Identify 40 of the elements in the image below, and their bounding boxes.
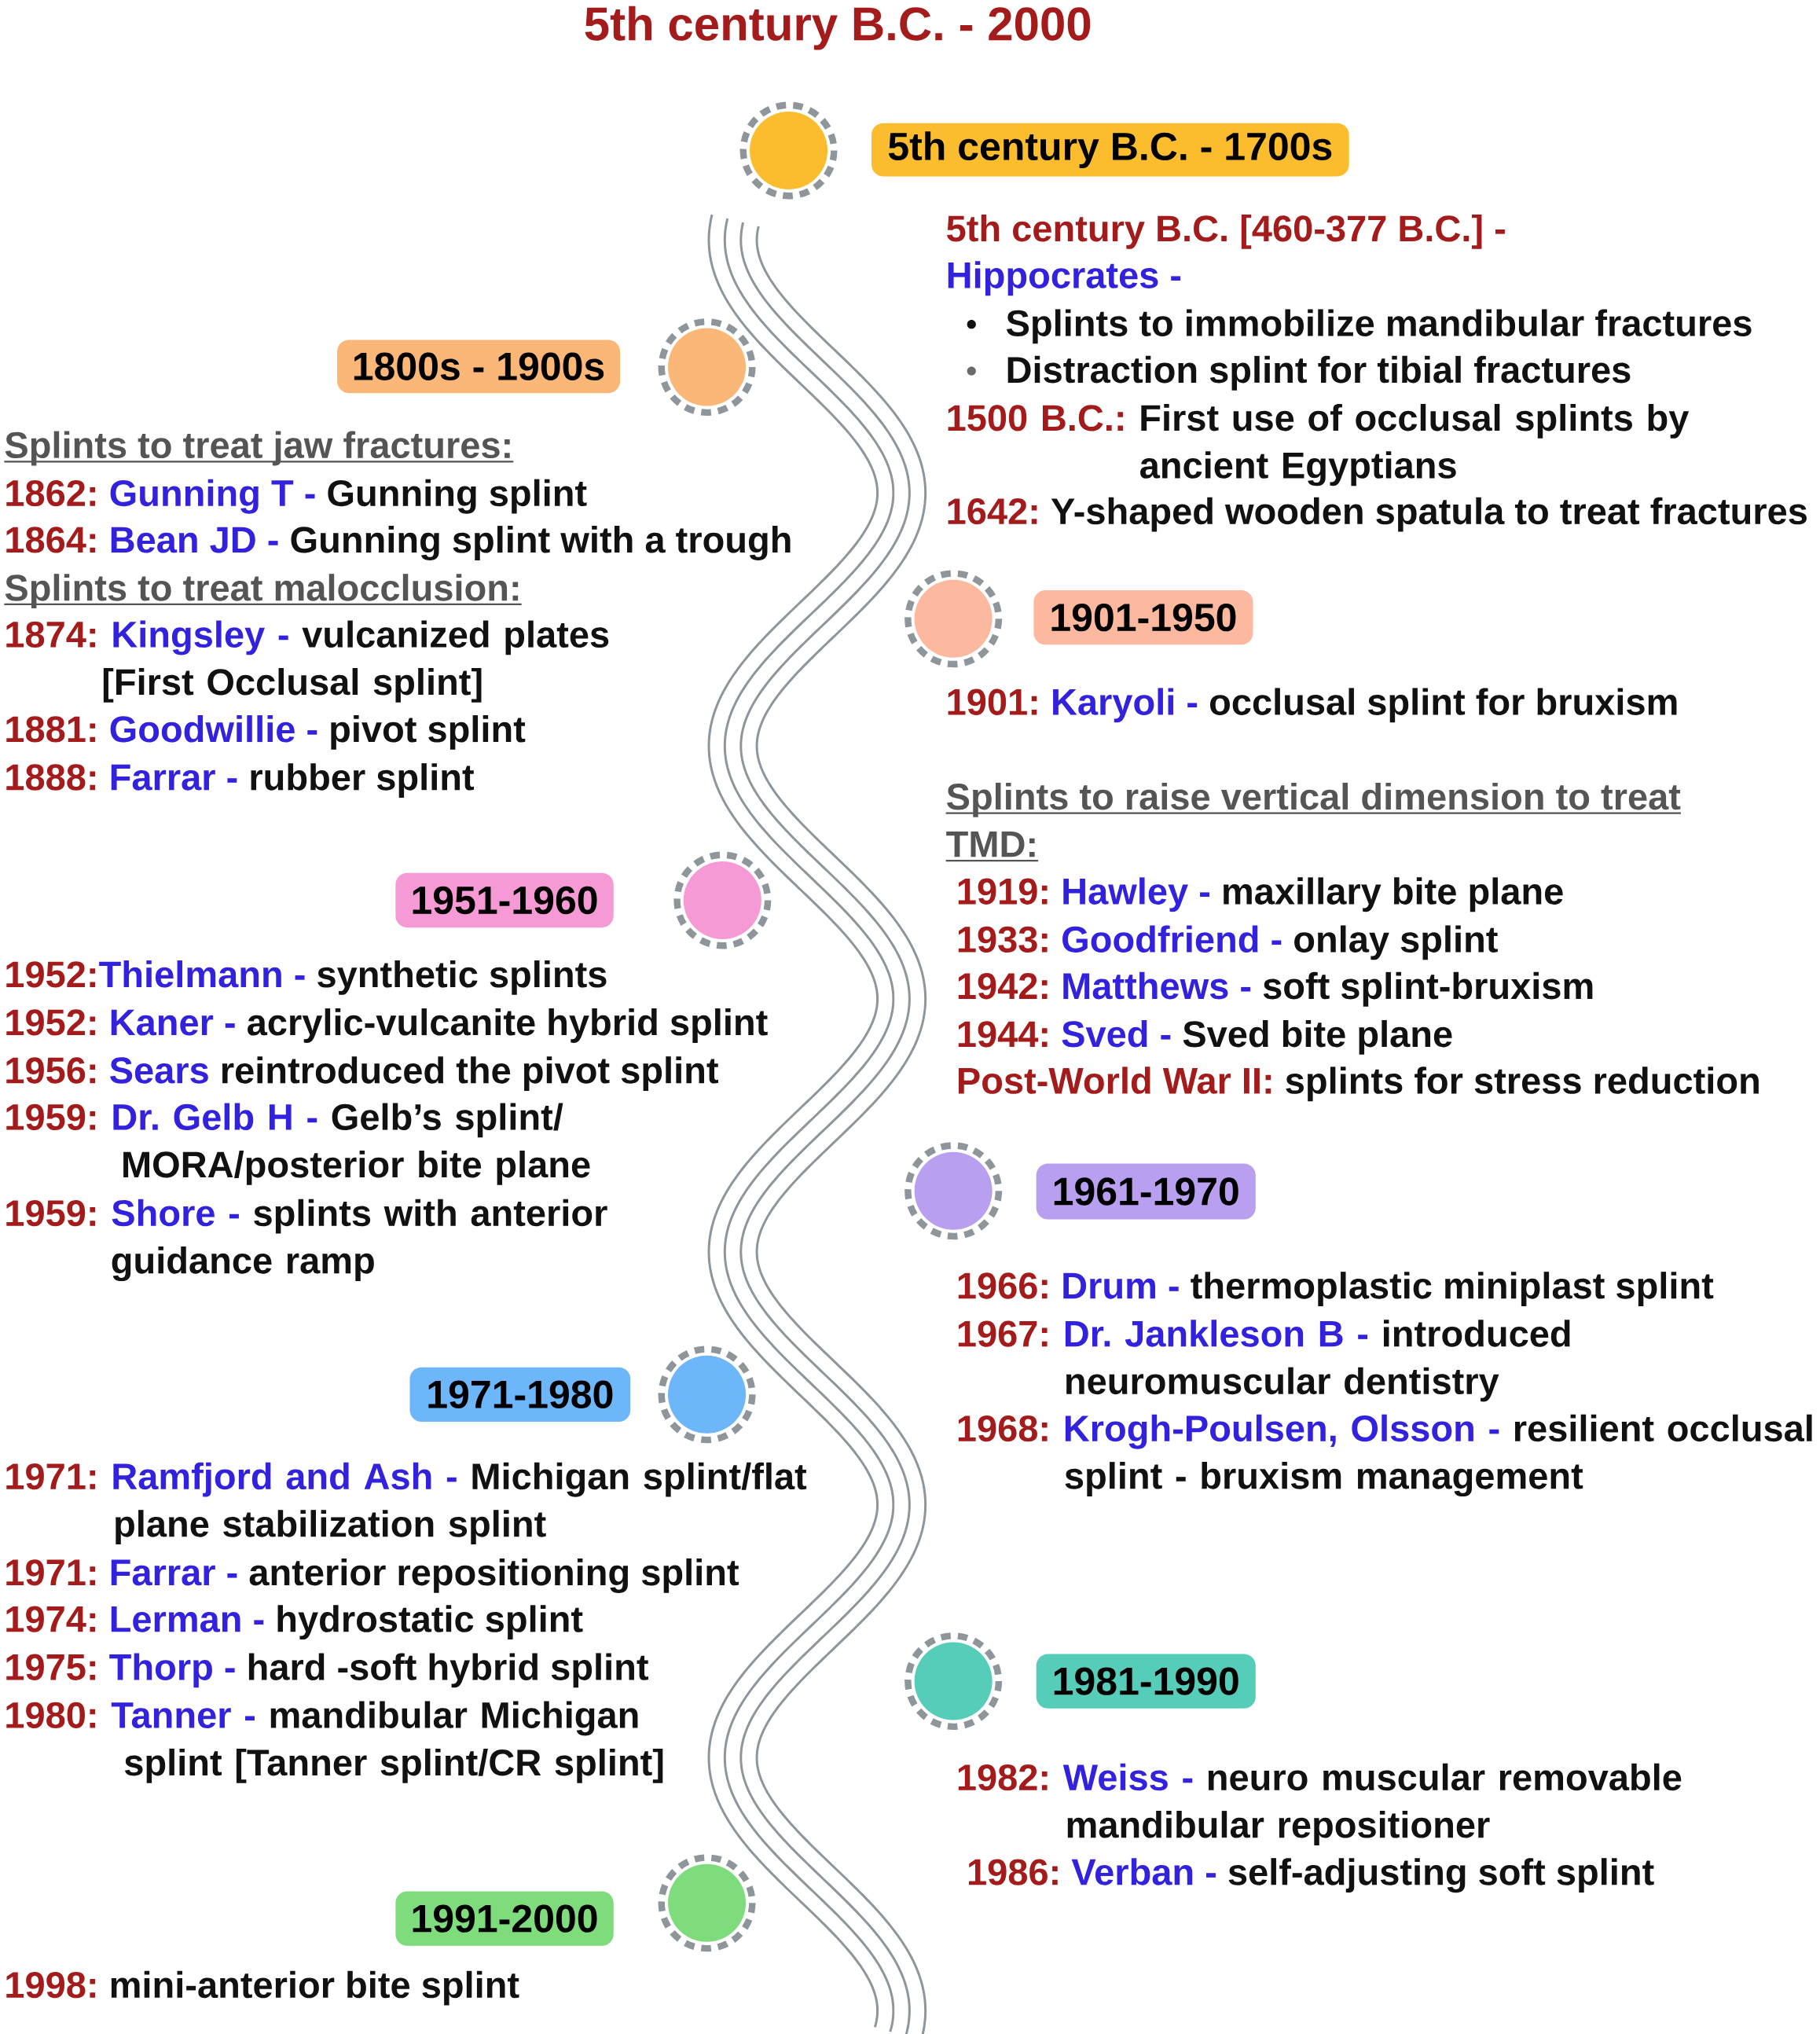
section-heading: Splints to raise vertical dimension to treat TMD:	[945, 782, 1682, 862]
timeline-entry: 1966: Drum - thermoplastic miniplast splint	[958, 1272, 1714, 1306]
timeline-entry: 1952: Kaner - acrylic-vulcanite hybrid splint	[6, 1008, 768, 1043]
period-badge: 1991-2000	[395, 1891, 614, 1946]
period-badge: 1800s - 1900s	[337, 340, 621, 394]
timeline-entry: 1942: Matthews - soft splint-bruxism	[958, 971, 1593, 1007]
timeline-entry: 1986: Verban - self-adjusting soft splint	[969, 1858, 1654, 1893]
timeline-entry: 1881: Goodwillie - pivot splint	[6, 715, 526, 750]
timeline-entry: Distraction splint for tibial fractures	[1007, 355, 1631, 391]
timeline-entry: 1864: Bean JD - Gunning splint with a trough	[6, 526, 791, 561]
timeline-entry: 1959: Shore - splints with anterior guidance ramp	[6, 1199, 607, 1282]
timeline-entry: Hippocrates -	[948, 261, 1181, 296]
timeline-entry: 1971: Farrar - anterior repositioning splint	[6, 1558, 739, 1593]
title: 5th century B.C. - 2000	[585, 6, 1091, 50]
timeline-entry: 1980: Tanner - mandibular Michigan splint [Tanner splint/CR splint]	[6, 1701, 663, 1783]
timeline-entry: 1888: Farrar - rubber splint	[6, 763, 475, 798]
period-badge: 1901-1950	[1033, 589, 1253, 645]
timeline-entry: 1956: Sears reintroduced the pivot splint	[6, 1056, 719, 1091]
timeline-entry: 1862: Gunning T - Gunning splint	[6, 479, 587, 514]
timeline-entry: 1974: Lerman - hydrostatic splint	[6, 1605, 583, 1640]
period-badge: 1971-1980	[409, 1367, 631, 1422]
timeline-entry: 5th century B.C. [460-377 B.C.] -	[947, 214, 1506, 249]
period-badge: 1961-1970	[1036, 1163, 1256, 1220]
timeline-entry: 1968: Krogh-Poulsen, Olsson - resilient occlusal splint - bruxism management	[958, 1414, 1812, 1497]
timeline-entry: 1998: mini-anterior bite splint	[6, 1970, 519, 2006]
timeline-entry: 1500 B.C.: First use of occlusal splints by ancient Egyptians	[948, 403, 1690, 486]
timeline-entry: Post-World War II: splints for stress reduction	[959, 1067, 1759, 1102]
timeline-entry: 1642: Y-shaped wooden spatula to treat fractures	[948, 497, 1807, 532]
section-heading: Splints to treat jaw fractures:	[4, 431, 514, 466]
timeline-entry: 1952:Thielmann - synthetic splints	[6, 960, 607, 995]
period-badge: 1981-1990	[1036, 1654, 1256, 1709]
timeline-entry: 1944: Sved - Sved bite plane	[958, 1019, 1452, 1055]
period-badge: 1951-1960	[395, 872, 614, 928]
timeline-entry: 1975: Thorp - hard -soft hybrid splint	[6, 1653, 649, 1688]
timeline-entry: 1901: Karyoli - occlusal splint for bruxism	[948, 688, 1677, 723]
timeline-entry: 1919: Hawley - maxillary bite plane	[958, 877, 1563, 912]
section-heading: Splints to treat malocclusion:	[4, 574, 522, 608]
period-badge: 5th century B.C. - 1700s	[871, 123, 1349, 177]
timeline-entry: Splints to immobilize mandibular fractures	[1007, 309, 1752, 344]
timeline-entry: 1933: Goodfriend - onlay splint	[958, 925, 1499, 960]
